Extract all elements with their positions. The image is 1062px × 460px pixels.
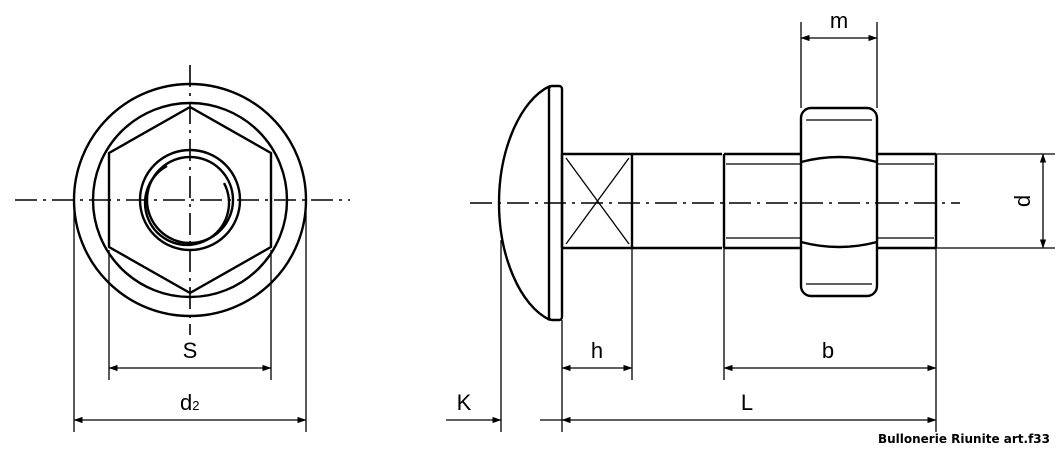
- label-s: S: [183, 338, 198, 363]
- bolt-core-circle: [145, 155, 235, 245]
- washer-inner-circle: [91, 101, 289, 299]
- side-view: m d h b K L: [446, 8, 1055, 432]
- label-h: h: [591, 338, 603, 363]
- hex-nut-outline: [107, 105, 273, 295]
- nut-face-line-lower: [800, 240, 878, 249]
- thread-outer-circle: [138, 148, 242, 252]
- square-neck: [560, 152, 634, 250]
- label-l: L: [741, 390, 753, 415]
- label-d: d: [1010, 195, 1035, 207]
- label-b: b: [822, 338, 834, 363]
- label-k: K: [457, 390, 472, 415]
- label-m: m: [830, 8, 848, 33]
- nut-face-line-upper: [800, 155, 878, 164]
- label-d2-sub: 2: [192, 398, 199, 413]
- neck-diagonal-2: [565, 157, 630, 245]
- label-d2-main: d: [180, 390, 192, 415]
- credit-caption: Bullonerie Riunite art.f33: [877, 432, 1050, 446]
- thread-root-arc: [143, 164, 231, 247]
- bolt-head-dome: [497, 84, 551, 322]
- label-d2: d2: [180, 390, 199, 415]
- nut-side-body: [799, 106, 879, 298]
- washer-outer-circle: [72, 82, 308, 318]
- end-view: S d2: [15, 65, 350, 432]
